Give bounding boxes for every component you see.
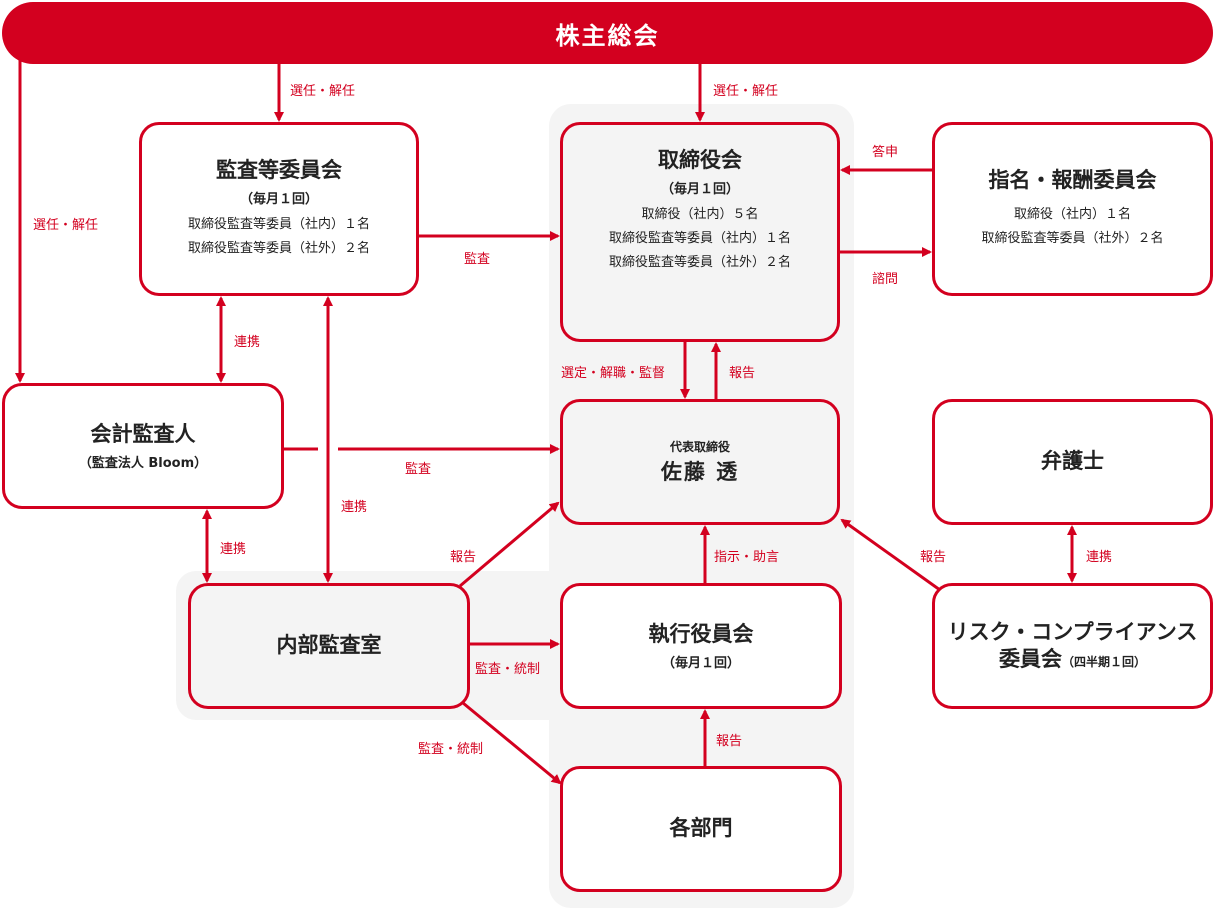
label-report: 報告 [920, 550, 947, 565]
audit-committee-box: 監査等委員会 （毎月１回） 取締役監査等委員（社内）１名 取締役監査等委員（社外… [139, 122, 419, 296]
nomination-committee-title: 指名・報酬委員会 [988, 168, 1157, 193]
label-report: 報告 [716, 734, 743, 749]
lawyer-box: 弁護士 [932, 399, 1213, 525]
board-title: 取締役会 [658, 148, 742, 172]
risk-committee-frequency: （四半期１回） [1061, 655, 1146, 669]
exec-committee-frequency: （毎月１回） [661, 656, 740, 672]
accounting-auditor-box: 会計監査人 （監査法人 Bloom） [2, 383, 284, 509]
accounting-auditor-firm: （監査法人 Bloom） [78, 456, 208, 472]
nomination-committee-line: 取締役（社内）１名 [1013, 206, 1131, 222]
audit-committee-frequency: （毎月１回） [239, 192, 318, 208]
label-cooperation: 連携 [1086, 550, 1113, 565]
label-answer: 答申 [872, 145, 899, 160]
nomination-committee-line: 取締役監査等委員（社外）２名 [981, 230, 1164, 246]
exec-committee-title: 執行役員会 [648, 621, 754, 646]
arrow-risk-to-ceo [840, 518, 941, 592]
board-line: 取締役（社内）５名 [641, 207, 759, 223]
internal-audit-title: 内部監査室 [276, 633, 382, 658]
label-audit-control: 監査・統制 [418, 742, 484, 757]
label-cooperation: 連携 [220, 542, 247, 557]
risk-committee-title: リスク・コンプライアンス [947, 619, 1198, 644]
departments-title: 各部門 [669, 816, 733, 841]
label-audit: 監査 [464, 252, 491, 267]
executive-officers-meeting-box: 執行役員会 （毎月１回） [560, 583, 842, 709]
label-report: 報告 [450, 550, 477, 565]
board-line: 取締役監査等委員（社外）２名 [608, 255, 791, 271]
label-cooperation: 連携 [234, 335, 261, 350]
board-of-directors-box: 取締役会 （毎月１回） 取締役（社内）５名 取締役監査等委員（社内）１名 取締役… [560, 122, 840, 342]
label-instruct-advise: 指示・助言 [714, 550, 780, 565]
shareholders-meeting-bar: 株主総会 [2, 2, 1213, 64]
board-line: 取締役監査等委員（社内）１名 [608, 231, 791, 247]
internal-audit-office-box: 内部監査室 [188, 583, 470, 709]
nomination-compensation-committee-box: 指名・報酬委員会 取締役（社内）１名 取締役監査等委員（社外）２名 [932, 122, 1213, 296]
label-appoint-dismiss: 選任・解任 [290, 84, 356, 99]
label-audit-control: 監査・統制 [475, 662, 541, 677]
departments-box: 各部門 [560, 766, 842, 892]
label-consult: 諮問 [872, 272, 899, 287]
audit-committee-line: 取締役監査等委員（社内）１名 [187, 217, 370, 233]
ceo-box: 代表取締役 佐藤 透 [560, 399, 840, 525]
label-select-dismiss-supervise: 選定・解職・監督 [561, 366, 666, 381]
label-appoint-dismiss: 選任・解任 [713, 84, 779, 99]
audit-committee-line: 取締役監査等委員（社外）２名 [187, 241, 370, 257]
label-appoint-dismiss: 選任・解任 [33, 218, 99, 233]
ceo-role: 代表取締役 [669, 439, 730, 454]
accounting-auditor-title: 会計監査人 [90, 421, 196, 446]
risk-committee-title-2: 委員会 [998, 647, 1062, 671]
label-audit: 監査 [405, 462, 432, 477]
shareholders-meeting-title: 株主総会 [555, 21, 660, 50]
lawyer-title: 弁護士 [1041, 449, 1104, 474]
ceo-name: 佐藤 透 [660, 459, 740, 484]
label-report: 報告 [729, 366, 756, 381]
audit-committee-title: 監査等委員会 [216, 157, 342, 182]
label-cooperation: 連携 [341, 500, 368, 515]
arrow-internal-audit-to-departments [462, 701, 562, 785]
arrow-internal-audit-to-ceo [459, 501, 560, 588]
risk-compliance-committee-box: リスク・コンプライアンス 委員会（四半期１回） [932, 583, 1213, 709]
board-frequency: （毎月１回） [660, 182, 739, 198]
